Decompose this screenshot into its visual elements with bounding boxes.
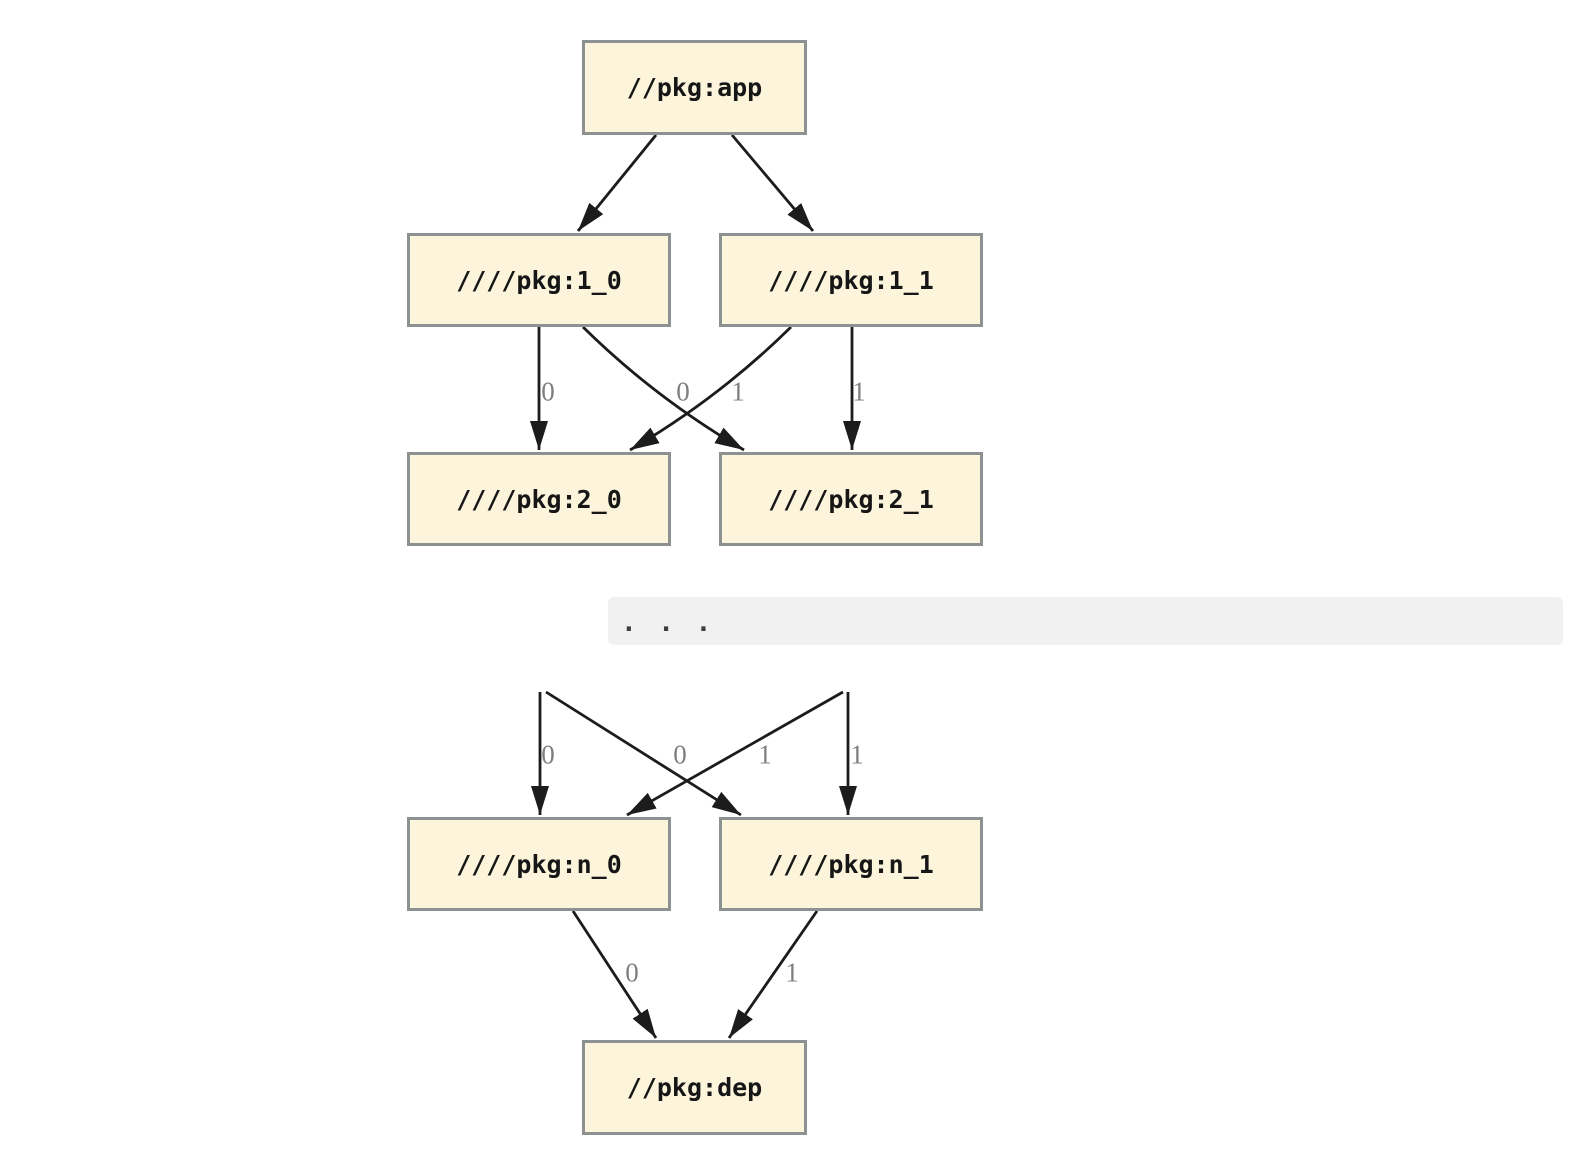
- edge-label-ellipsis-to-n_1-straight: 1: [850, 739, 864, 770]
- edge-app-to-1_1: [730, 134, 815, 232]
- edge-label-1_1-to-2_0: 0: [676, 376, 690, 407]
- edge-ellipsis-to-n_1-cross: [545, 690, 742, 817]
- edge-label-n_0-to-dep: 0: [625, 957, 639, 988]
- edge-app-to-1_0: [576, 134, 658, 232]
- node-pkg-n_0: ////pkg:n_0: [407, 817, 671, 911]
- edge-label-n_1-to-dep: 1: [785, 957, 799, 988]
- node-pkg-1_0: ////pkg:1_0: [407, 233, 671, 327]
- node-pkg-2_0: ////pkg:2_0: [407, 452, 671, 546]
- edge-label-ellipsis-to-n_0-straight: 0: [541, 739, 555, 770]
- edge-label-ellipsis-to-n_1-cross: 1: [758, 739, 772, 770]
- edge-1_0-to-2_1: [582, 326, 745, 452]
- node-pkg-1_1: ////pkg:1_1: [719, 233, 983, 327]
- node-pkg-2_1: ////pkg:2_1: [719, 452, 983, 546]
- edge-label-1_0-to-2_1: 1: [731, 376, 745, 407]
- ellipsis-node: . . .: [608, 597, 1563, 645]
- edge-label-ellipsis-to-n_0-cross: 0: [673, 739, 687, 770]
- edge-ellipsis-to-n_0-cross: [626, 690, 844, 817]
- edge-1_1-to-2_0: [629, 326, 792, 452]
- node-pkg-app: //pkg:app: [582, 40, 807, 135]
- edge-label-1_0-to-2_0: 0: [541, 376, 555, 407]
- node-pkg-dep: //pkg:dep: [582, 1040, 807, 1135]
- edge-n_1-to-dep: [727, 910, 819, 1039]
- edge-n_0-to-dep: [571, 910, 658, 1039]
- edge-label-1_1-to-2_1: 1: [852, 376, 866, 407]
- ellipsis-dots: . . .: [621, 608, 715, 638]
- node-pkg-n_1: ////pkg:n_1: [719, 817, 983, 911]
